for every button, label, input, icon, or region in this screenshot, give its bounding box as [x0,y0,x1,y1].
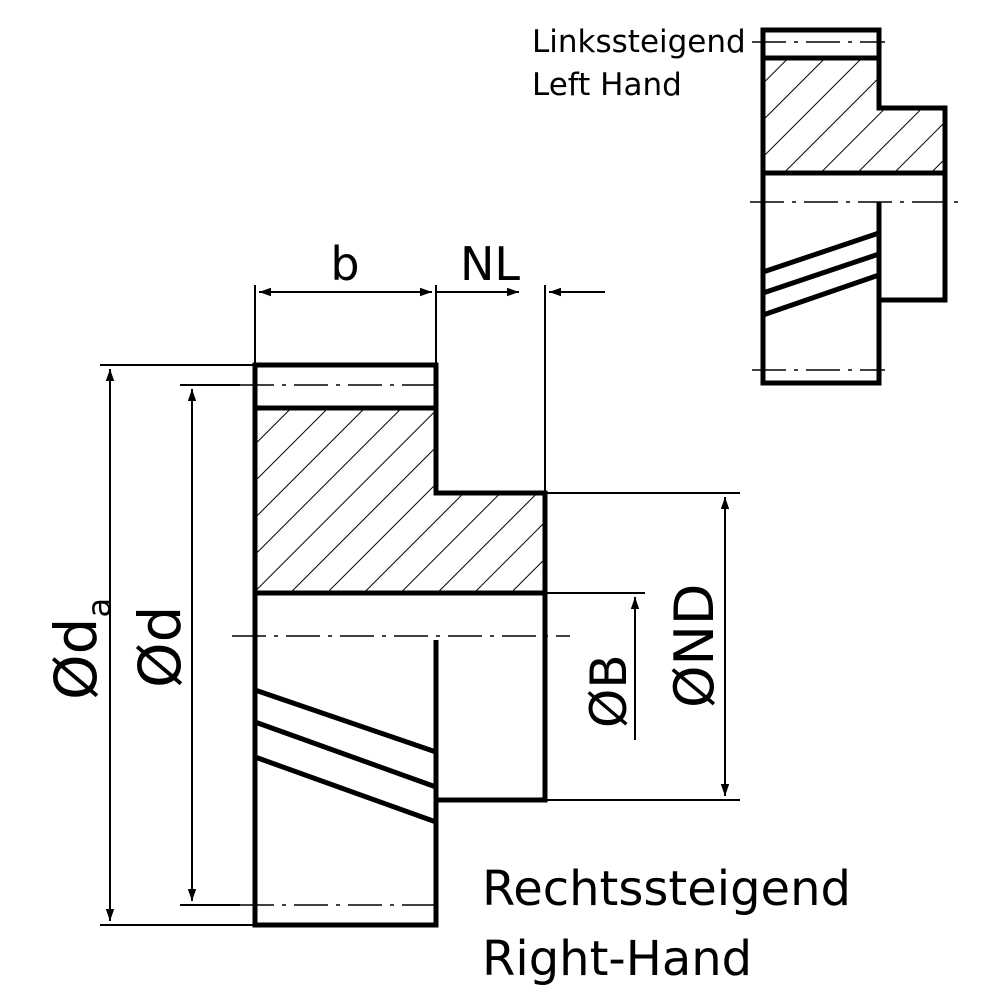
label-left-en: Left Hand [532,67,682,103]
label-bore: ØB [580,654,638,728]
label-d: Ød [126,606,194,688]
small-hatched-section [763,58,945,173]
label-b: b [330,237,359,291]
main-hatched-section [255,408,545,593]
label-left-de: Linkssteigend [532,24,746,60]
label-da: Øda [42,598,118,700]
label-right-de: Rechtssteigend [482,861,851,917]
small-helical-teeth [762,230,880,318]
label-nd: ØND [663,584,726,708]
right-hand-gear-view: b NL Øda Ød ØB ØND Rechtssteigend Right-… [42,237,851,987]
helical-teeth [254,687,437,825]
left-hand-gear-view: Linkssteigend Left Hand [532,24,962,386]
label-nl: NL [460,237,520,291]
label-right-en: Right-Hand [482,931,752,987]
